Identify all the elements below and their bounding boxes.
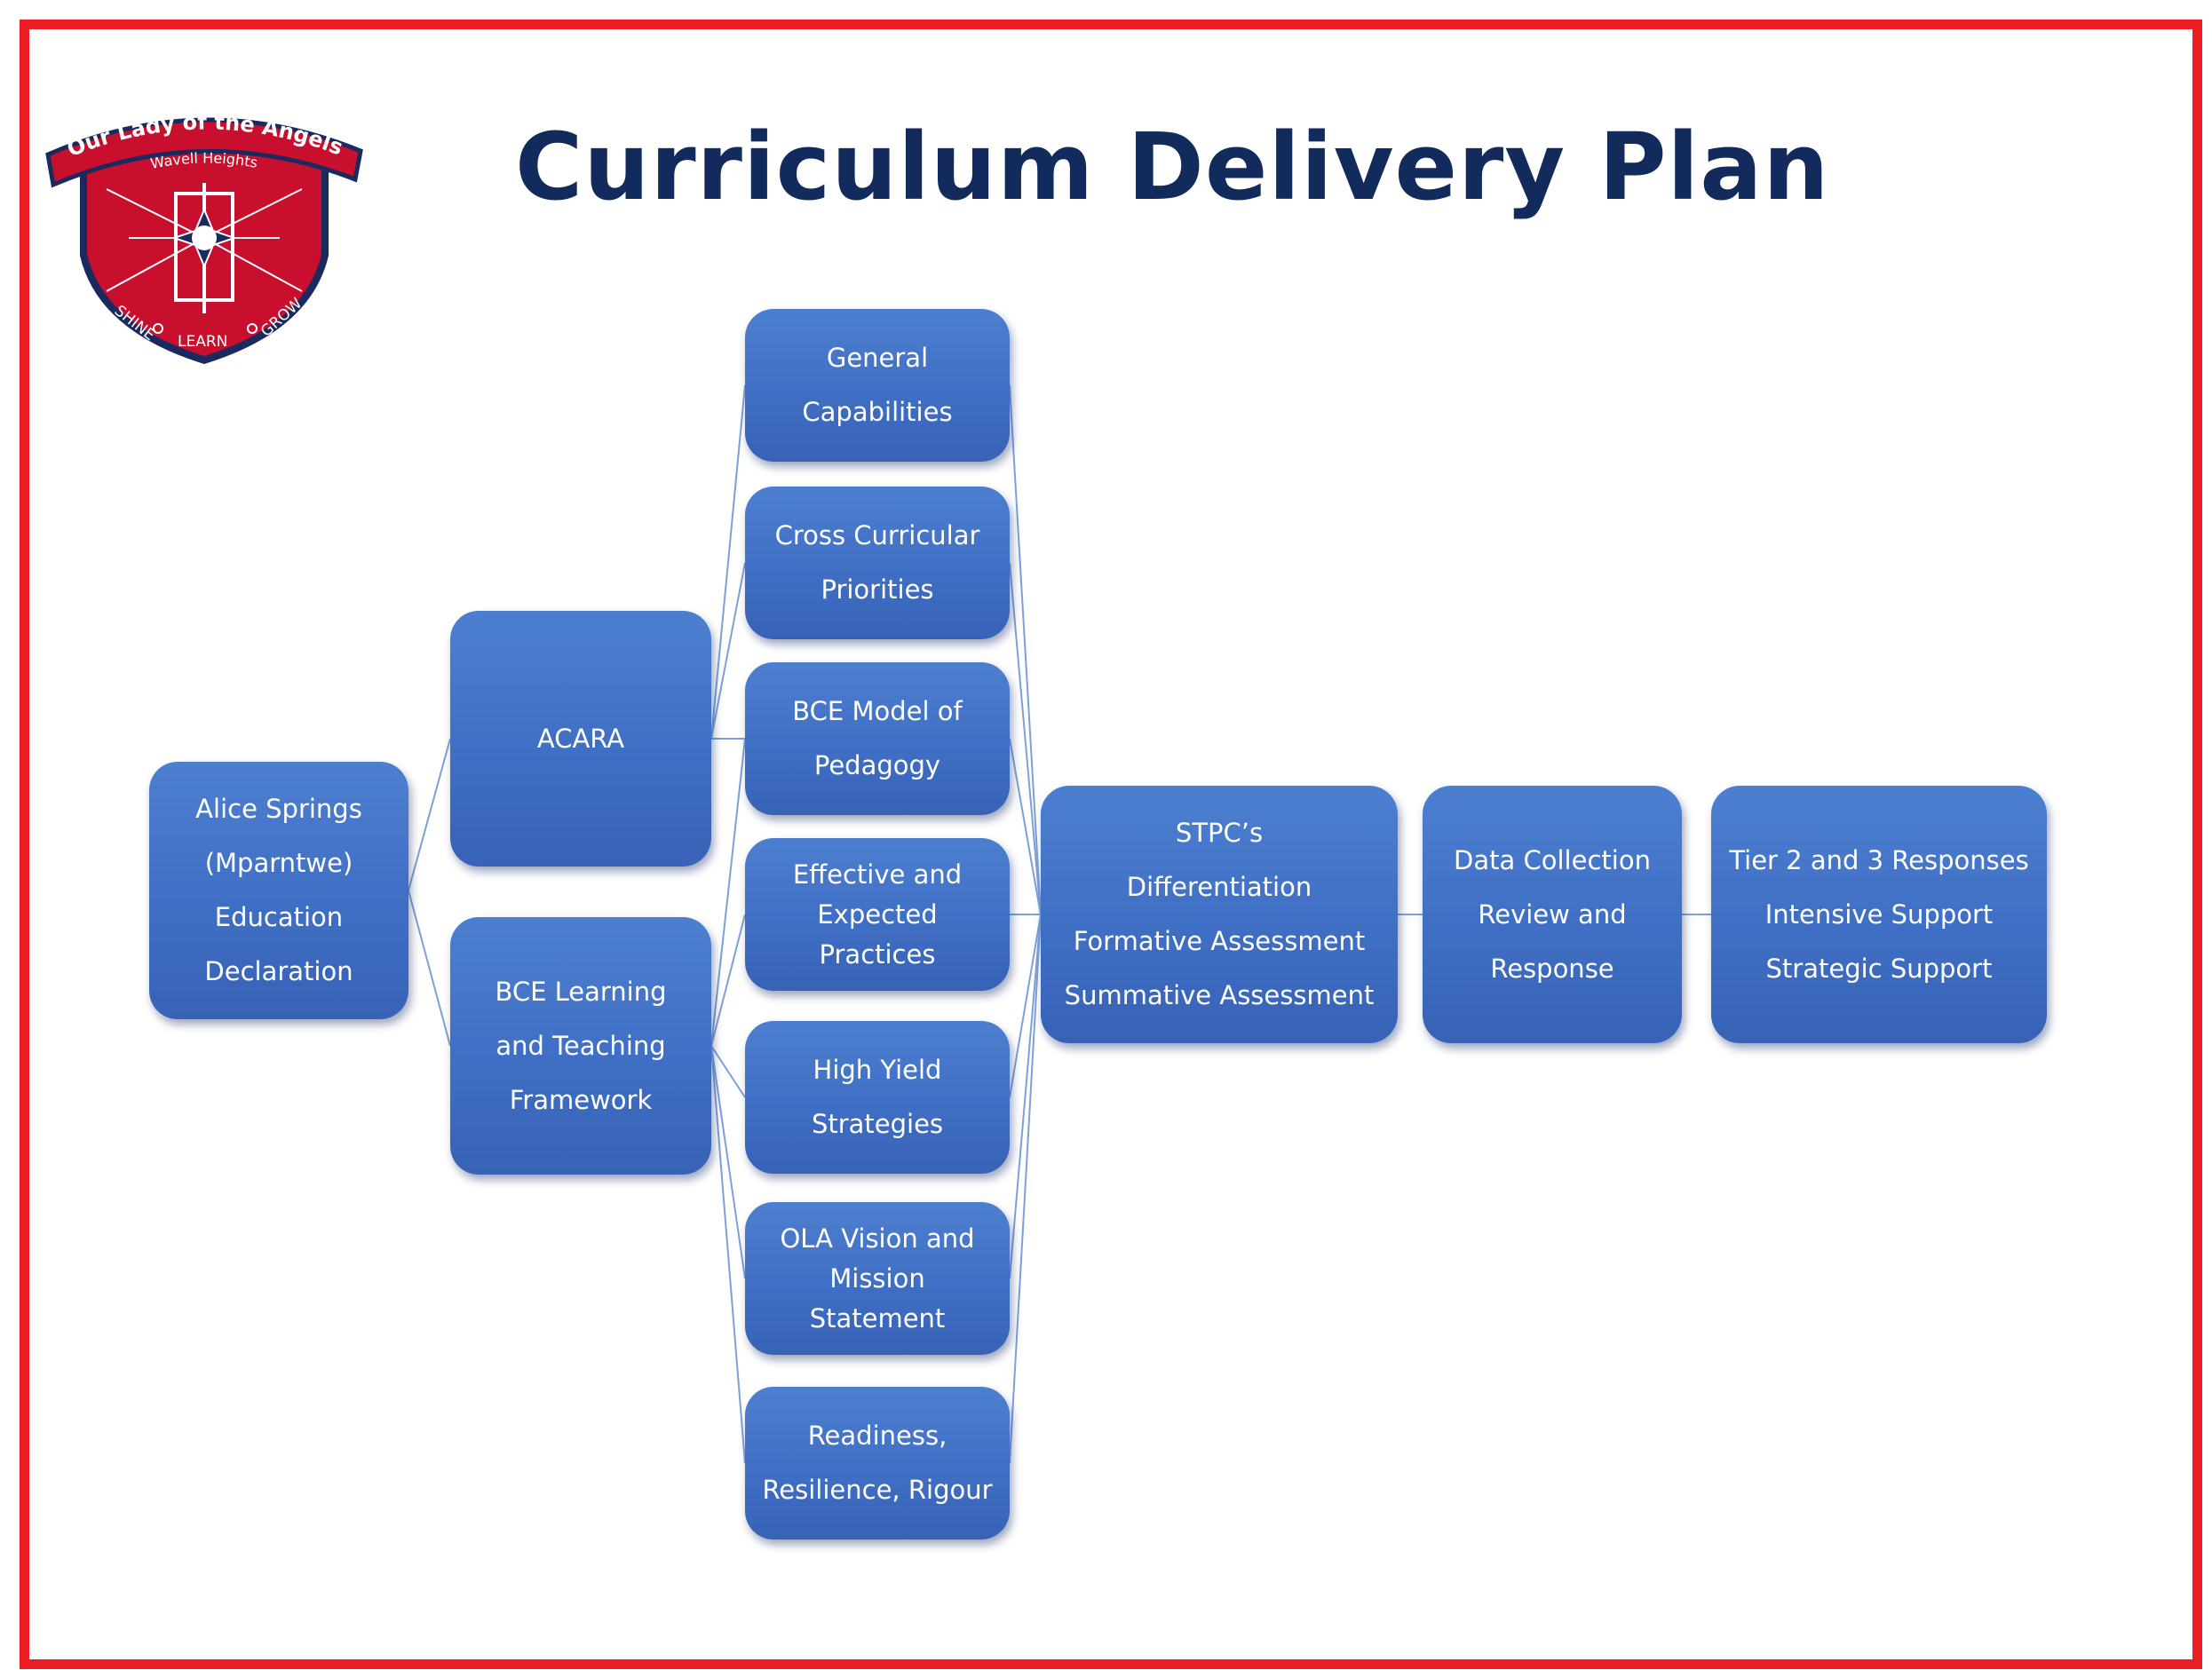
- node-stpc-assessment: STPC’s Differentiation Formative Assessm…: [1041, 786, 1398, 1043]
- node-bce-model-of-pedagogy: BCE Model of Pedagogy: [745, 662, 1010, 815]
- node-line: OLA Vision and: [780, 1223, 975, 1254]
- school-crest-logo: Our Lady of the Angels Wavell Heights SH…: [45, 109, 363, 364]
- node-line: Effective and: [792, 859, 963, 890]
- node-readiness-resilience-rigour: Readiness, Resilience, Rigour: [745, 1387, 1010, 1539]
- page-title: Curriculum Delivery Plan: [515, 113, 1830, 221]
- node-line: Readiness,: [807, 1421, 947, 1451]
- node-acara: ACARA: [450, 611, 711, 867]
- node-line: Response: [1490, 953, 1614, 984]
- node-line: Practices: [819, 938, 936, 970]
- node-ola-vision-mission: OLA Vision and Mission Statement: [745, 1202, 1010, 1355]
- node-line: Tier 2 and 3 Responses: [1729, 844, 2029, 875]
- node-line: Expected: [817, 898, 938, 930]
- node-line: BCE Learning: [495, 976, 667, 1007]
- node-line: Resilience, Rigour: [762, 1475, 993, 1505]
- node-line: Strategies: [811, 1109, 944, 1139]
- node-cross-curricular-priorities: Cross Curricular Priorities: [745, 487, 1010, 639]
- node-line: General: [826, 343, 929, 373]
- node-line: Formative Assessment: [1073, 926, 1366, 956]
- node-line: Cross Curricular: [774, 520, 980, 550]
- node-line: Mission: [829, 1262, 925, 1294]
- node-line: Framework: [509, 1084, 653, 1115]
- node-line: Data Collection: [1454, 844, 1651, 875]
- node-line: BCE Model of: [792, 696, 963, 726]
- red-border-frame: [20, 20, 2202, 1669]
- node-line: Pedagogy: [813, 750, 941, 780]
- node-line: Review and: [1478, 898, 1627, 930]
- node-high-yield-strategies: High Yield Strategies: [745, 1021, 1010, 1174]
- logo-motto-learn: LEARN: [178, 333, 227, 351]
- node-bce-learning-teaching-framework: BCE Learning and Teaching Framework: [450, 917, 711, 1175]
- node-line: Alice Springs: [195, 794, 362, 824]
- node-line: Capabilities: [802, 397, 953, 427]
- node-line: Intensive Support: [1764, 898, 1994, 930]
- node-line: Summative Assessment: [1064, 980, 1375, 1010]
- node-general-capabilities: General Capabilities: [745, 309, 1010, 462]
- node-line: Priorities: [821, 574, 934, 605]
- node-line: Differentiation: [1126, 872, 1312, 902]
- node-data-collection: Data Collection Review and Response: [1423, 786, 1682, 1043]
- node-line: Statement: [809, 1302, 946, 1334]
- node-effective-expected-practices: Effective and Expected Practices: [745, 838, 1010, 991]
- node-line: Education: [214, 902, 344, 932]
- node-line: High Yield: [813, 1055, 942, 1085]
- node-line: Declaration: [204, 956, 353, 986]
- node-line: STPC’s: [1175, 818, 1264, 848]
- node-alice-springs-declaration: Alice Springs (Mparntwe) Education Decla…: [149, 762, 408, 1019]
- node-line: and Teaching: [496, 1030, 666, 1061]
- node-line: ACARA: [536, 723, 625, 754]
- node-line: Strategic Support: [1765, 953, 1993, 984]
- node-tier-responses: Tier 2 and 3 Responses Intensive Support…: [1711, 786, 2047, 1043]
- node-line: (Mparntwe): [204, 848, 353, 878]
